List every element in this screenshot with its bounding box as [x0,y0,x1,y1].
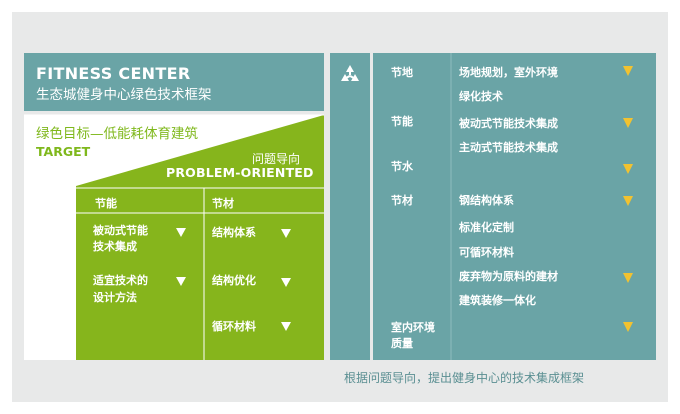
problem-title-en: PROBLEM-ORIENTED [166,165,314,180]
energy-item-method-1: 适宜技术的 [93,274,148,287]
arrow-down-icon [623,164,633,174]
problem-wedge-shape [76,115,324,360]
category-material: 节材 [391,194,413,207]
arrow-down-icon [623,66,633,76]
energy-item-passive-1: 被动式节能 [93,224,148,237]
item-standardized: 标准化定制 [459,221,514,234]
arrow-down-icon [176,277,186,286]
material-item-optimize: 结构优化 [212,274,256,287]
category-panel [373,53,656,360]
item-waste-materials: 废弃物为原料的建材 [459,270,558,283]
item-greening: 绿化技术 [459,90,503,103]
header-title-zh: 生态城健身中心绿色技术框架 [36,87,212,103]
icon-column [330,53,370,360]
energy-item-method-2: 设计方法 [93,291,137,304]
category-water: 节水 [391,160,413,173]
category-land: 节地 [391,66,413,79]
arrow-down-icon [623,273,633,283]
arrow-down-icon [623,196,633,206]
target-title-zh: 绿色目标—低能耗体育建筑 [36,126,198,142]
category-indoor-2: 质量 [391,337,413,350]
problem-title-zh: 问题导向 [252,152,301,166]
arrow-down-icon [176,228,186,237]
item-recyclable: 可循环材料 [459,246,514,259]
arrow-down-icon [281,229,291,238]
item-steel-structure: 钢结构体系 [459,194,514,207]
item-decoration: 建筑装修一体化 [459,294,536,307]
category-indoor-1: 室内环境 [391,321,435,334]
table-header-energy: 节能 [95,197,117,210]
item-passive-energy: 被动式节能技术集成 [459,117,558,130]
arrow-down-icon [623,322,633,332]
arrow-down-icon [623,118,633,128]
item-site-planning: 场地规划，室外环境 [459,66,558,79]
arrow-down-icon [281,322,291,331]
material-item-recycle: 循环材料 [212,320,256,333]
energy-item-passive-2: 技术集成 [93,240,137,253]
recycle-icon [341,65,359,81]
header-title-en: FITNESS CENTER [36,64,191,83]
header-panel [24,53,324,111]
table-header-material: 节材 [212,197,234,210]
target-title-en: TARGET [36,144,91,159]
category-energy: 节能 [391,115,413,128]
arrow-down-icon [281,278,291,287]
material-item-structure: 结构体系 [212,226,256,239]
diagram-caption: 根据问题导向，提出健身中心的技术集成框架 [344,371,585,385]
item-active-energy: 主动式节能技术集成 [459,141,558,154]
